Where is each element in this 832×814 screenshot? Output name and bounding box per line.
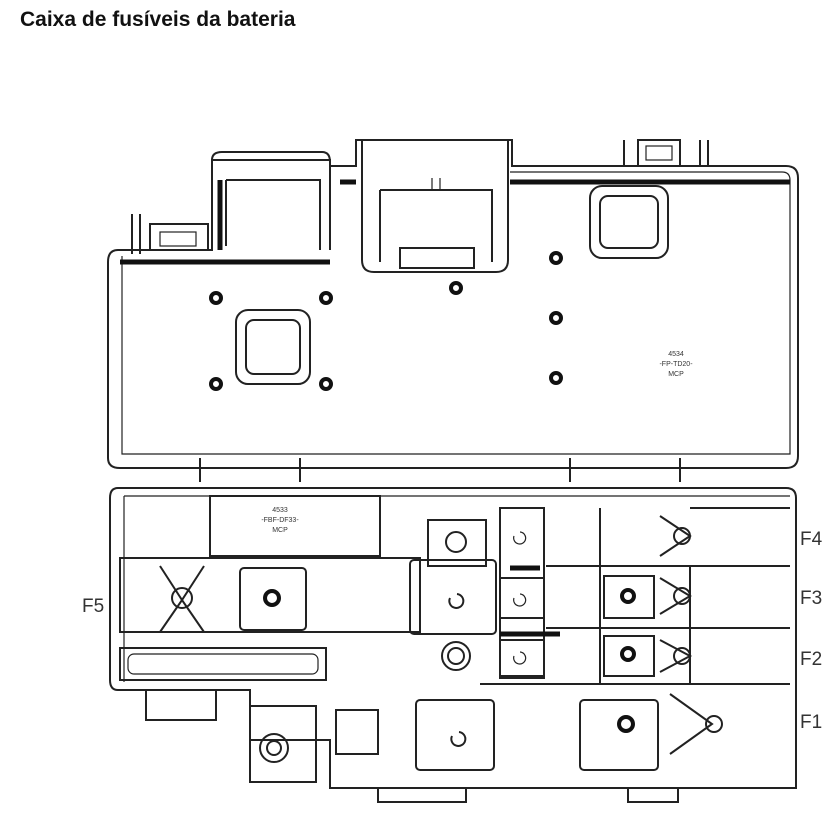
lower-part-label-2: -FBF-DF33- — [261, 517, 299, 524]
fuse-label-f4: F4 — [800, 529, 823, 550]
fuse-label-f2: F2 — [800, 649, 823, 670]
upper-part-label-1: 4534 — [668, 351, 684, 358]
upper-part-label-3: MCP — [668, 371, 684, 378]
lower-part-label-1: 4533 — [272, 507, 288, 514]
fuse-label-f1: F1 — [800, 712, 823, 733]
lower-part-label-3: MCP — [272, 527, 288, 534]
fuse-label-f5: F5 — [82, 596, 105, 617]
mounting-holes — [209, 251, 563, 391]
fuse-box-body — [109, 487, 797, 803]
upper-part-label-2: -FP-TD20- — [659, 361, 693, 368]
page-title: Caixa de fusíveis da bateria — [20, 8, 296, 31]
fuse-label-f3: F3 — [800, 588, 823, 609]
fuse-box-cover — [107, 139, 799, 482]
